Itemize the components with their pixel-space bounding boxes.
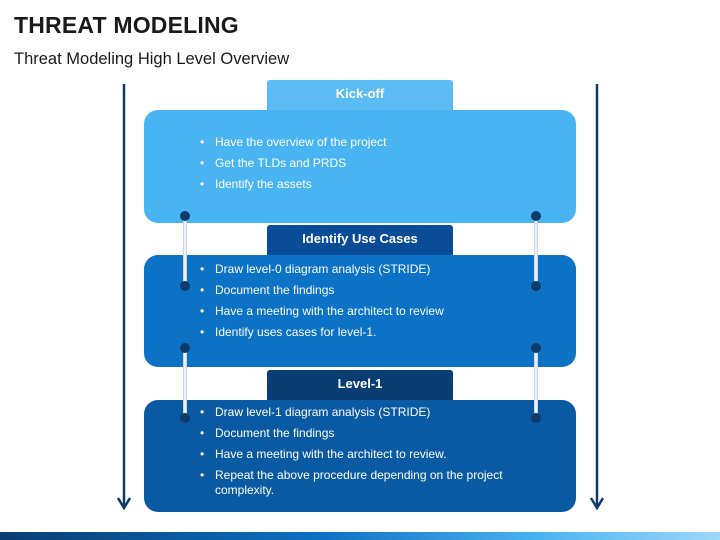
- list-item: Identify uses cases for level-1.: [200, 325, 506, 340]
- list-item: Document the findings: [200, 283, 506, 298]
- left-flow-arrow-icon: [117, 84, 131, 511]
- list-item: Have a meeting with the architect to rev…: [200, 447, 506, 462]
- connector-link-icon: [531, 343, 541, 423]
- stage-level-1-panel: Draw level-1 diagram analysis (STRIDE) D…: [144, 400, 576, 512]
- stage-identify-use-cases-tab: Identify Use Cases: [267, 225, 453, 255]
- list-item: Identify the assets: [200, 177, 506, 192]
- connector-link-icon: [531, 211, 541, 291]
- stage-kickoff-panel: Have the overview of the project Get the…: [144, 110, 576, 223]
- list-item: Repeat the above procedure depending on …: [200, 468, 506, 498]
- connector-link-icon: [180, 343, 190, 423]
- connector-link-icon: [180, 211, 190, 291]
- list-item: Draw level-0 diagram analysis (STRIDE): [200, 262, 506, 277]
- stage-kickoff-list: Have the overview of the project Get the…: [200, 135, 506, 198]
- stage-kickoff-tab: Kick-off: [267, 80, 453, 110]
- list-item: Have a meeting with the architect to rev…: [200, 304, 506, 319]
- right-flow-arrow-icon: [590, 84, 604, 511]
- page-subtitle: Threat Modeling High Level Overview: [14, 50, 290, 68]
- stage-identify-use-cases-panel: Draw level-0 diagram analysis (STRIDE) D…: [144, 255, 576, 367]
- list-item: Document the findings: [200, 426, 506, 441]
- footer-gradient-bar: [0, 532, 720, 540]
- list-item: Have the overview of the project: [200, 135, 506, 150]
- list-item: Draw level-1 diagram analysis (STRIDE): [200, 405, 506, 420]
- stage-level-1-tab: Level-1: [267, 370, 453, 400]
- stage-identify-use-cases-list: Draw level-0 diagram analysis (STRIDE) D…: [200, 262, 506, 346]
- list-item: Get the TLDs and PRDS: [200, 156, 506, 171]
- stage-level-1-list: Draw level-1 diagram analysis (STRIDE) D…: [200, 405, 506, 504]
- page-title: THREAT MODELING: [14, 12, 239, 38]
